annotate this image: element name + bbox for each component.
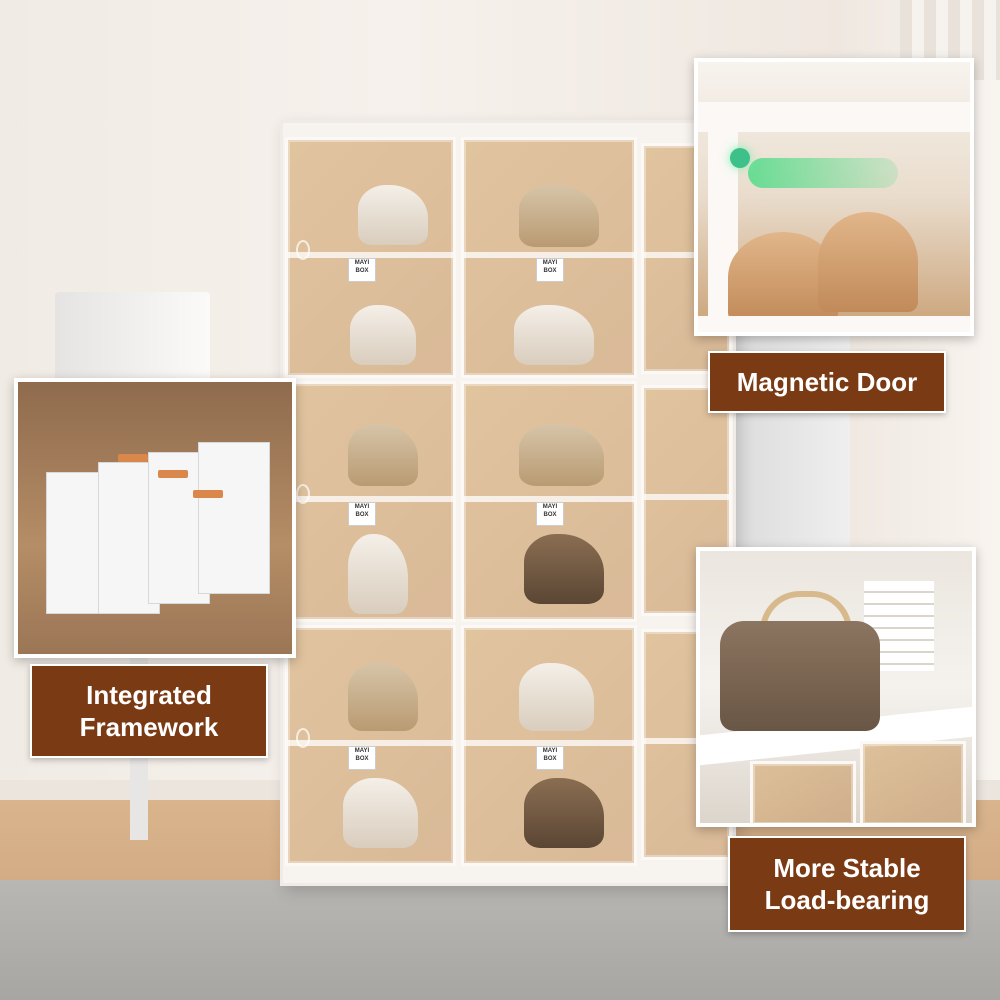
integrated-framework-inset	[14, 378, 296, 658]
shelf	[288, 740, 453, 746]
integrated-framework-text-2: Framework	[79, 712, 219, 742]
sneaker	[514, 305, 594, 365]
shelf	[644, 494, 729, 500]
magnet-glow	[748, 158, 898, 188]
connector-clip	[158, 470, 188, 478]
sneaker	[524, 778, 604, 848]
shelf	[644, 252, 729, 258]
sneaker	[348, 663, 418, 731]
sneaker	[350, 305, 416, 365]
load-bearing-text-2: Load-bearing	[764, 885, 930, 915]
door-handle	[296, 240, 310, 260]
sneaker	[519, 424, 604, 486]
shelf-edge	[698, 316, 970, 332]
load-bearing-label: More Stable Load-bearing	[728, 836, 966, 932]
load-bearing-inset	[696, 547, 976, 827]
magnetic-door-label: Magnetic Door	[708, 351, 946, 413]
sneaker	[519, 185, 599, 247]
sneaker	[519, 663, 594, 731]
magnetic-door-inset	[694, 58, 974, 336]
sneaker	[524, 534, 604, 604]
connector-clip	[118, 454, 148, 462]
shelf	[464, 496, 634, 502]
storage-box	[860, 741, 966, 823]
shelf	[464, 252, 634, 258]
shelf	[464, 740, 634, 746]
sneaker	[343, 778, 418, 848]
storage-box	[750, 761, 856, 823]
door-handle	[296, 484, 310, 504]
lamp-shade	[55, 292, 210, 382]
shelf	[644, 738, 729, 744]
integrated-framework-label: Integrated Framework	[30, 664, 268, 758]
shelf	[288, 496, 453, 502]
folded-panel	[198, 442, 270, 594]
magnetic-door-text: Magnetic Door	[736, 366, 918, 397]
connector-clip	[193, 490, 223, 498]
duffel-bag	[720, 621, 880, 731]
high-heel-shoe	[818, 212, 918, 312]
cabinet-edge	[698, 102, 970, 132]
sneaker	[348, 424, 418, 486]
high-top-sneaker	[348, 534, 408, 614]
load-bearing-text-1: More Stable	[773, 853, 921, 883]
integrated-framework-text-1: Integrated	[86, 680, 212, 710]
door-handle	[296, 728, 310, 748]
shelf	[288, 252, 453, 258]
sneaker	[358, 185, 428, 245]
magnet-icon	[730, 148, 750, 168]
